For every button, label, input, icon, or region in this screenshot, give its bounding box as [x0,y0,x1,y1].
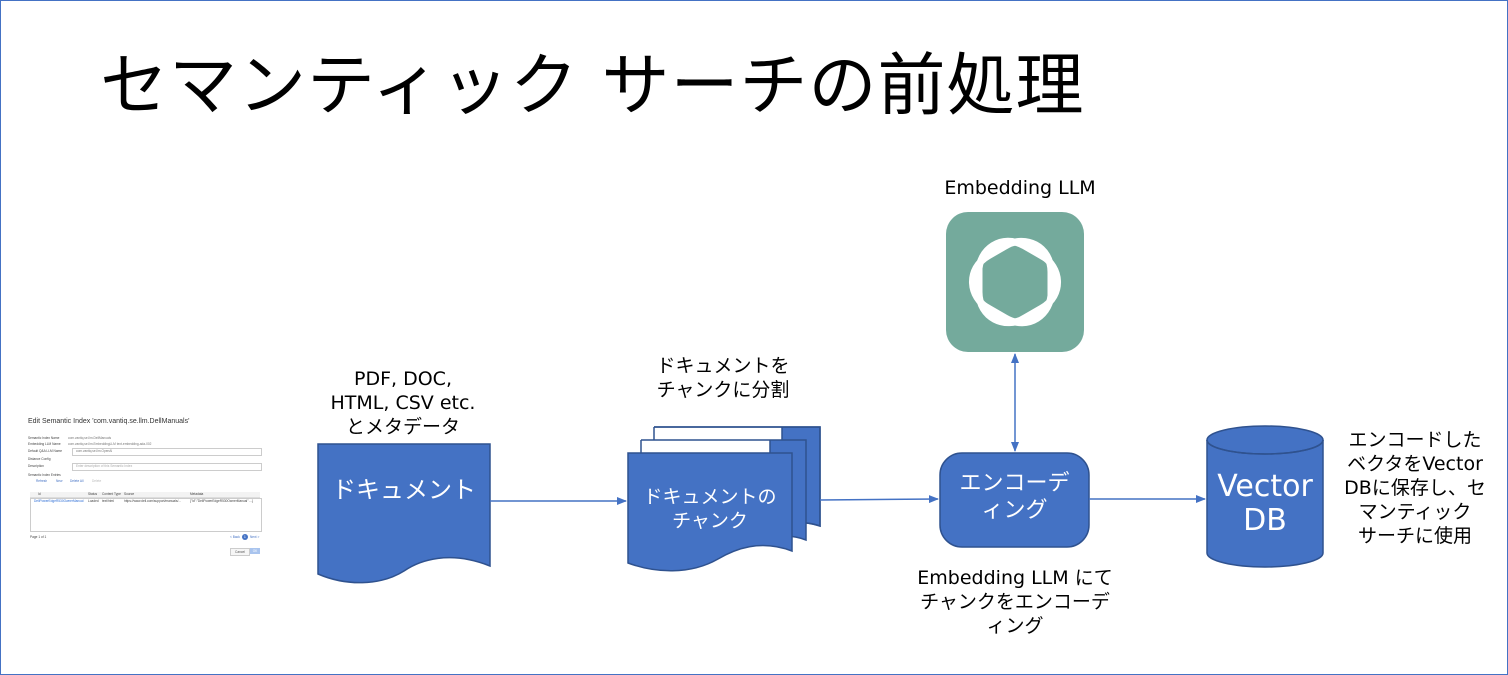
thumb-toolbar-refresh[interactable]: Refresh [36,479,48,483]
thumb-title: Edit Semantic Index 'com.vantiq.se.llm.D… [28,418,190,425]
thumb-table-header [30,492,260,498]
store-description-line: マンティック [1358,501,1472,523]
thumb-col: Content Type [102,492,121,496]
openai-logo-icon [946,212,1084,352]
thumb-row-label: Semantic Index Name [28,436,60,440]
thumb-pager-current-bubble[interactable] [242,534,248,540]
store-description-line: サーチに使用 [1357,525,1472,547]
thumb-toolbar-new[interactable]: New [56,479,63,483]
thumb-row-value: com.vantiq.se.llm.EmbeddingLLM text-embe… [68,442,152,446]
thumb-table [30,498,262,532]
arrow-chunks-to-encoding [819,495,939,504]
thumb-row-label: Embedding LLM Name [28,442,61,446]
thumb-toolbar-delete-all[interactable]: Delete All [70,479,84,483]
thumb-row-value: com.vantiq.se.llm.OpenAI [76,449,113,453]
document-node [317,443,491,584]
thumb-pager-prev[interactable]: < Back [230,535,240,539]
encoding-label: エンコーデ ィング [940,470,1089,524]
input-description-line: PDF, DOC, [354,368,452,390]
thumb-field[interactable] [72,448,262,456]
chunks-label-line: ドキュメントの [643,486,777,508]
thumb-entry-metadata: {"id":"DellPowerEdgeR530OwnerManual" ...… [190,499,253,503]
encode-description-line: チャンクをエンコーデ [920,591,1110,613]
thumb-row-label: Description [28,464,44,468]
thumb-row-value: Enter description of this Semantic Index [76,464,133,468]
vectordb-node [1206,425,1324,568]
encoding-label-line: エンコーデ [959,471,1070,496]
thumb-col: Source [124,492,135,496]
chunks-node [627,426,821,572]
thumb-row-label: Semantic Index Entries [28,473,61,477]
input-description-line: HTML, CSV etc. [330,392,476,414]
store-description-line: DBに保存し、セ [1344,477,1486,499]
encode-description-line: Embedding LLM にて [917,567,1113,589]
thumb-row-label: Distance Config [28,457,51,461]
encoding-node [939,452,1090,548]
thumb-field[interactable] [72,463,262,471]
store-description: エンコードした ベクタをVector DBに保存し、セ マンティック サーチに使… [1332,428,1498,548]
store-description-line: ベクタをVector [1347,453,1483,475]
chunks-label-line: チャンク [672,510,748,532]
split-description: ドキュメントを チャンクに分割 [630,354,816,402]
thumb-ok-button[interactable]: OK [250,548,260,554]
thumb-toolbar-delete[interactable]: Delete [92,479,102,483]
split-description-line: ドキュメントを [656,355,790,377]
page-title: セマンティック サーチの前処理 [100,47,1085,126]
vectordb-label: Vector DB [1207,470,1323,538]
thumb-col: Metadata [190,492,204,496]
thumb-entry-source: https://www.dell.com/support/manuals/... [124,499,182,503]
split-description-line: チャンクに分割 [656,379,790,401]
encoding-label-line: ィング [981,498,1048,523]
chunks-label: ドキュメントの チャンク [628,485,792,533]
thumb-col: Id [38,492,41,496]
thumb-entry-type: text/html [102,499,115,503]
thumb-row-label: Default Q&A LLM Name [28,449,63,453]
input-description: PDF, DOC, HTML, CSV etc. とメタデータ [300,367,506,439]
vectordb-label-line: DB [1243,503,1287,538]
document-label: ドキュメント [332,476,476,504]
thumb-entry-id[interactable]: DellPowerEdgeR530OwnerManual [34,499,84,503]
vectordb-label-line: Vector [1217,469,1313,504]
semantic-index-screenshot: Edit Semantic Index 'com.vantiq.se.llm.D… [28,418,262,558]
thumb-row-value: com.vantiq.se.llm.DellManuals [68,436,112,440]
input-description-line: とメタデータ [345,416,460,438]
thumb-entry-status: Loaded [88,499,99,503]
thumb-pager-current: 1 [244,535,246,539]
thumb-pager-next[interactable]: Next > [250,535,260,539]
thumb-cancel-button[interactable]: Cancel [230,548,250,556]
thumb-col: Status [88,492,98,496]
thumb-pager: Page 1 of 1 [30,535,47,539]
encode-description-line: ィング [986,615,1044,637]
encode-description: Embedding LLM にて チャンクをエンコーデ ィング [900,566,1130,638]
store-description-line: エンコードした [1348,429,1482,451]
llm-title: Embedding LLM [944,177,1096,199]
